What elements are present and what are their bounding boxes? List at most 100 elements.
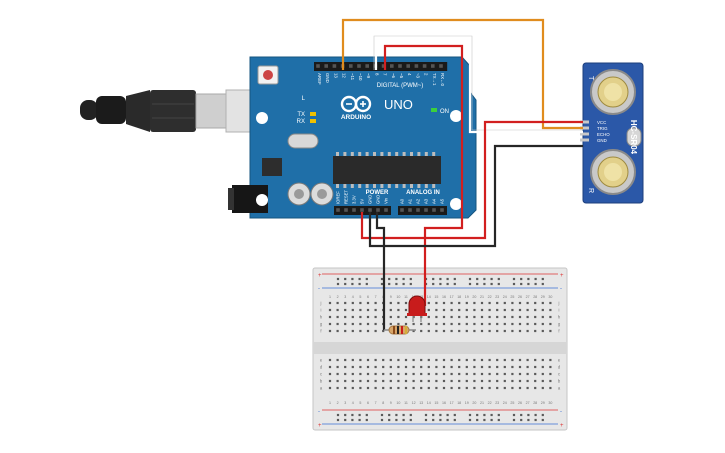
terminal-hole[interactable]: [549, 329, 552, 333]
terminal-hole[interactable]: [511, 315, 514, 319]
terminal-hole[interactable]: [534, 322, 537, 326]
power-pin[interactable]: [352, 208, 356, 212]
terminal-hole[interactable]: [404, 315, 408, 319]
terminal-hole[interactable]: [473, 365, 476, 369]
terminal-hole[interactable]: [435, 379, 438, 383]
terminal-hole[interactable]: [511, 301, 514, 305]
terminal-hole[interactable]: [496, 372, 499, 376]
terminal-hole[interactable]: [404, 365, 408, 369]
terminal-hole[interactable]: [511, 365, 514, 369]
terminal-hole[interactable]: [450, 315, 453, 319]
terminal-hole[interactable]: [511, 372, 514, 376]
rail-hole[interactable]: [439, 282, 442, 286]
terminal-hole[interactable]: [496, 386, 499, 390]
terminal-hole[interactable]: [351, 322, 354, 326]
terminal-hole[interactable]: [458, 315, 461, 319]
rail-hole[interactable]: [483, 413, 486, 417]
terminal-hole[interactable]: [526, 379, 529, 383]
power-pin[interactable]: [376, 208, 380, 212]
rail-hole[interactable]: [512, 413, 516, 417]
rail-hole[interactable]: [344, 413, 347, 417]
terminal-hole[interactable]: [336, 308, 339, 312]
terminal-hole[interactable]: [473, 386, 476, 390]
terminal-hole[interactable]: [541, 358, 544, 362]
digital-pin-header[interactable]: [314, 62, 448, 71]
terminal-hole[interactable]: [488, 308, 491, 312]
digital-pin[interactable]: [332, 64, 337, 68]
terminal-hole[interactable]: [420, 379, 423, 383]
terminal-hole[interactable]: [518, 315, 522, 319]
rail-hole[interactable]: [358, 418, 361, 422]
terminal-hole[interactable]: [435, 365, 438, 369]
terminal-hole[interactable]: [389, 322, 392, 326]
power-pin[interactable]: [360, 208, 364, 212]
terminal-hole[interactable]: [427, 308, 430, 312]
rail-hole[interactable]: [534, 277, 537, 281]
terminal-hole[interactable]: [480, 372, 484, 376]
rail-hole[interactable]: [446, 282, 449, 286]
digital-pin[interactable]: [381, 64, 386, 68]
rail-hole[interactable]: [409, 282, 412, 286]
terminal-hole[interactable]: [366, 322, 370, 326]
terminal-hole[interactable]: [465, 386, 468, 390]
digital-pin[interactable]: [357, 64, 361, 68]
terminal-hole[interactable]: [351, 301, 354, 305]
terminal-hole[interactable]: [488, 329, 491, 333]
terminal-hole[interactable]: [427, 386, 430, 390]
rail-hole[interactable]: [424, 418, 428, 422]
terminal-hole[interactable]: [435, 308, 438, 312]
terminal-hole[interactable]: [534, 372, 537, 376]
rail-hole[interactable]: [351, 282, 354, 286]
terminal-hole[interactable]: [351, 372, 354, 376]
rail-hole[interactable]: [527, 413, 530, 417]
rail-hole[interactable]: [344, 277, 347, 281]
terminal-hole[interactable]: [549, 379, 552, 383]
rail-hole[interactable]: [483, 418, 486, 422]
rail-hole[interactable]: [351, 277, 354, 281]
rail-hole[interactable]: [490, 413, 493, 417]
rail-hole[interactable]: [358, 277, 361, 281]
terminal-hole[interactable]: [404, 358, 408, 362]
terminal-hole[interactable]: [518, 358, 522, 362]
rail-hole[interactable]: [365, 418, 368, 422]
rail-hole[interactable]: [541, 282, 544, 286]
terminal-hole[interactable]: [442, 365, 446, 369]
terminal-hole[interactable]: [374, 315, 377, 319]
rail-hole[interactable]: [497, 418, 500, 422]
rail-hole[interactable]: [388, 418, 391, 422]
terminal-hole[interactable]: [328, 301, 332, 305]
terminal-hole[interactable]: [435, 358, 438, 362]
terminal-hole[interactable]: [374, 365, 377, 369]
terminal-hole[interactable]: [488, 372, 491, 376]
terminal-hole[interactable]: [503, 379, 506, 383]
terminal-hole[interactable]: [473, 358, 476, 362]
terminal-hole[interactable]: [397, 358, 400, 362]
rail-hole[interactable]: [527, 277, 530, 281]
terminal-hole[interactable]: [404, 386, 408, 390]
terminal-hole[interactable]: [397, 308, 400, 312]
terminal-hole[interactable]: [382, 358, 385, 362]
terminal-hole[interactable]: [496, 308, 499, 312]
wire-white-echo[interactable]: [374, 36, 583, 134]
resistor[interactable]: [384, 325, 416, 335]
terminal-hole[interactable]: [366, 308, 370, 312]
terminal-hole[interactable]: [344, 308, 347, 312]
rail-hole[interactable]: [476, 413, 479, 417]
rail-hole[interactable]: [468, 418, 472, 422]
terminal-hole[interactable]: [488, 358, 491, 362]
rail-hole[interactable]: [483, 282, 486, 286]
terminal-hole[interactable]: [541, 315, 544, 319]
terminal-hole[interactable]: [541, 308, 544, 312]
terminal-hole[interactable]: [351, 308, 354, 312]
terminal-hole[interactable]: [526, 386, 529, 390]
rail-hole[interactable]: [527, 282, 530, 286]
terminal-hole[interactable]: [480, 379, 484, 383]
rail-hole[interactable]: [365, 277, 368, 281]
rail-hole[interactable]: [446, 277, 449, 281]
terminal-hole[interactable]: [541, 379, 544, 383]
digital-pin[interactable]: [316, 64, 320, 68]
rail-hole[interactable]: [468, 413, 472, 417]
terminal-hole[interactable]: [534, 308, 537, 312]
terminal-hole[interactable]: [450, 358, 453, 362]
terminal-hole[interactable]: [465, 315, 468, 319]
